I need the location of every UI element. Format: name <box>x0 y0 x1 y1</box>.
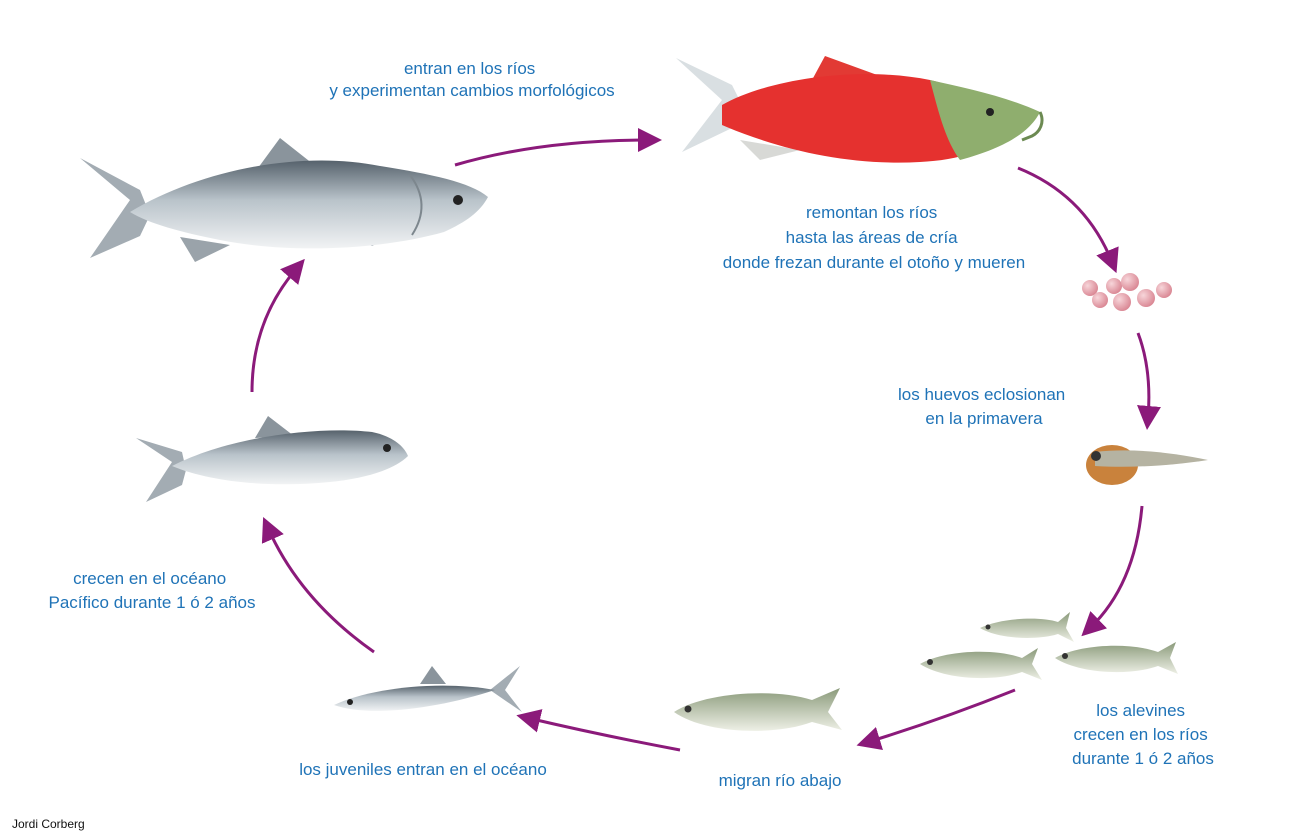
salmon-eggs <box>1082 273 1172 311</box>
alevin-hatchling <box>1086 445 1208 485</box>
label-hatching: los huevos eclosionan en la primavera <box>898 385 1070 428</box>
label-river-entry: entran en los ríos y experimentan cambio… <box>329 59 614 100</box>
label-spawning: remontan los ríos hasta las áreas de crí… <box>723 203 1025 272</box>
growing-ocean-salmon <box>136 416 408 502</box>
fry-fish <box>920 648 1042 680</box>
arrow-eggs-to-hatch <box>1138 333 1149 418</box>
illustrator-credit: Jordi Corberg <box>12 817 85 831</box>
arrow-growth-to-adult <box>252 268 297 392</box>
juvenile-ocean-salmon <box>334 666 522 712</box>
smolt-fish <box>674 688 842 731</box>
arrow-river-to-eggs <box>1018 168 1112 262</box>
arrow-hatch-to-fry <box>1090 506 1142 628</box>
fry-fish <box>1055 642 1178 674</box>
label-fry: los alevines crecen en los ríos durante … <box>1072 701 1214 768</box>
fry-fish <box>980 612 1074 642</box>
arrow-ocean-to-growth <box>268 528 374 652</box>
arrow-sea-to-river <box>455 140 650 165</box>
stage-labels: entran en los ríos y experimentan cambio… <box>49 59 1214 790</box>
arrow-fry-to-migration <box>868 690 1015 742</box>
arrow-migration-to-ocean <box>528 718 680 750</box>
spawning-red-salmon <box>676 56 1042 163</box>
label-ocean-growth: crecen en el océano Pacífico durante 1 ó… <box>49 569 256 612</box>
label-juveniles: los juveniles entran en el océano <box>299 760 547 779</box>
adult-ocean-salmon <box>80 138 488 262</box>
label-migration: migran río abajo <box>719 771 842 790</box>
fry-group <box>920 612 1178 680</box>
